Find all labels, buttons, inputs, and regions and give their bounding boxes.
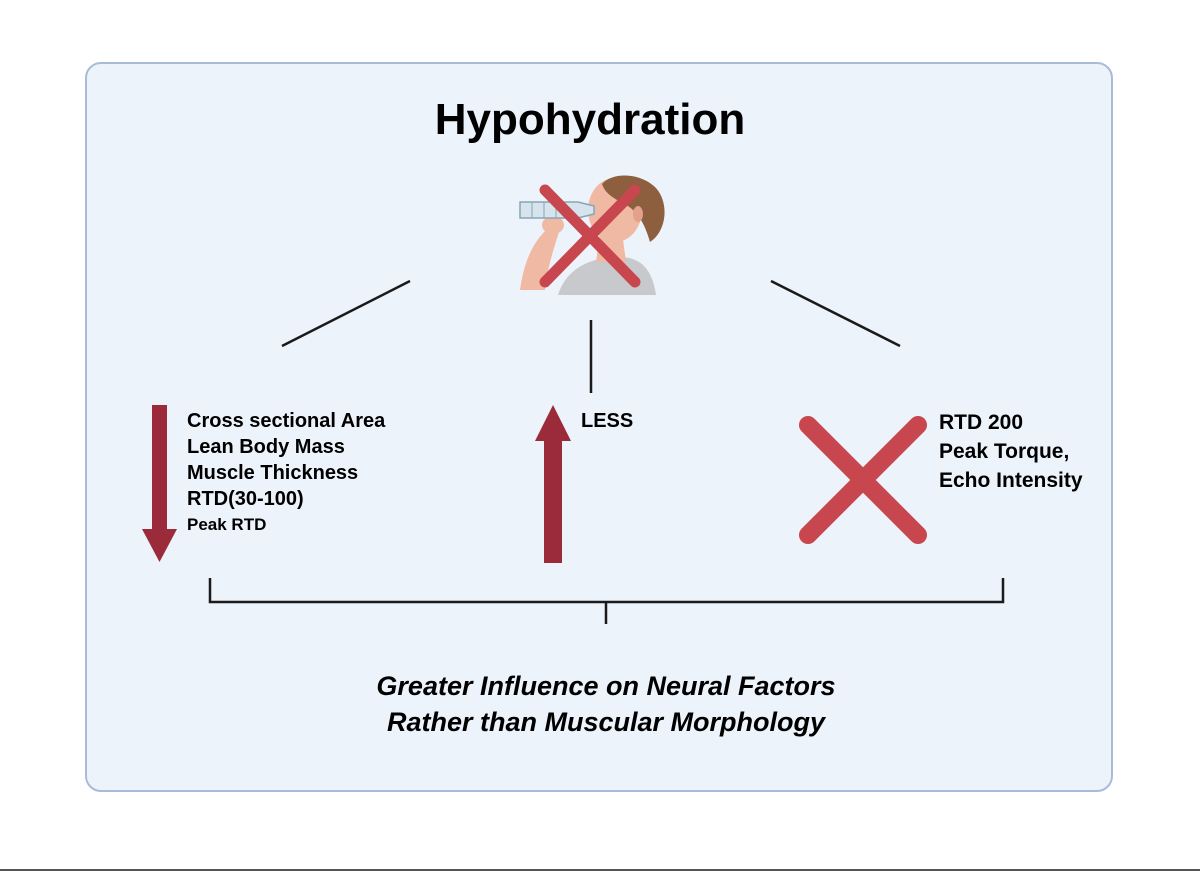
no-effect-factors-list: RTD 200 Peak Torque, Echo Intensity [939, 408, 1083, 495]
diagram-panel [85, 62, 1113, 792]
bottom-divider [0, 869, 1200, 871]
list-item: RTD 200 [939, 411, 1024, 434]
conclusion-text: Greater Influence on Neural Factors Rath… [0, 668, 1200, 740]
conclusion-line-1: Greater Influence on Neural Factors [376, 671, 836, 701]
list-item: Peak Torque, [939, 440, 1070, 463]
list-item: Lean Body Mass [187, 436, 345, 458]
list-item: RTD(30-100) [187, 488, 304, 510]
connector-right [770, 279, 901, 348]
connector-left [281, 279, 411, 348]
list-item: Cross sectional Area [187, 410, 386, 432]
no-drinking-person-icon [519, 175, 665, 295]
list-item: Muscle Thickness [187, 462, 359, 484]
diagram-title: Hypohydration [434, 95, 746, 144]
list-item: Echo Intensity [939, 469, 1083, 492]
decrease-factors-list: Cross sectional Area Lean Body Mass Musc… [187, 408, 385, 538]
conclusion-line-2: Rather than Muscular Morphology [386, 707, 826, 737]
increase-factors-list: LESS [581, 408, 633, 434]
down-arrow-icon [142, 405, 177, 562]
list-item: Peak RTD [187, 515, 267, 534]
x-mark-icon [799, 416, 927, 544]
summary-bracket [208, 578, 1005, 624]
up-arrow-icon [535, 405, 571, 563]
list-item: LESS [581, 410, 634, 432]
